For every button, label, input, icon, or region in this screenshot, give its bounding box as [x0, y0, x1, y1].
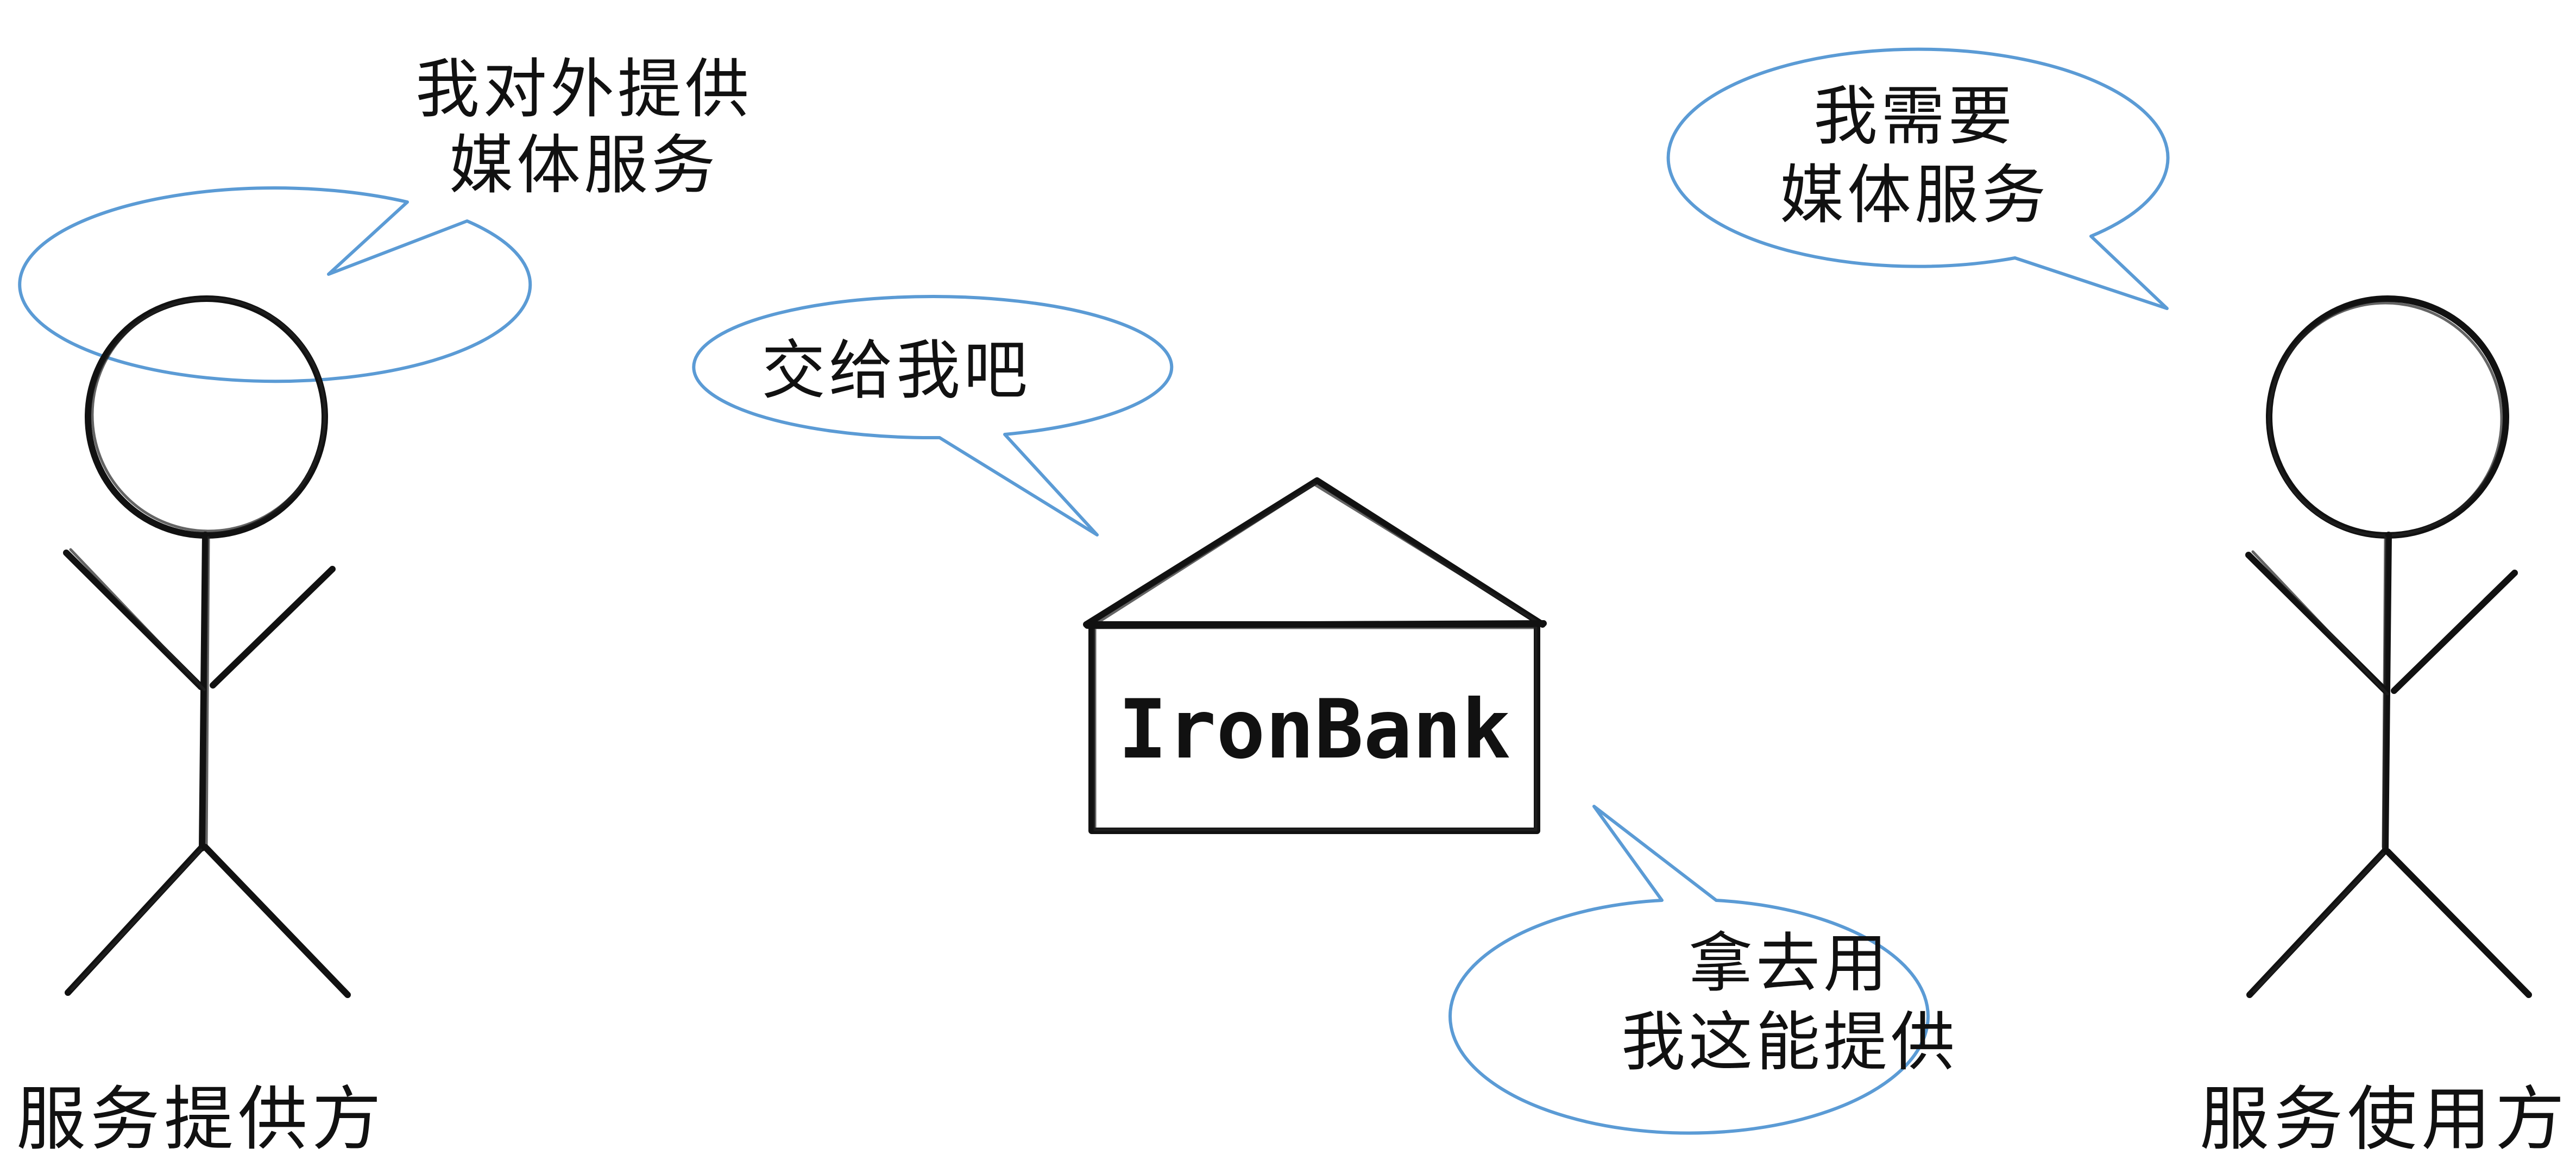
speech-bubble-bank-give: 交给我吧 [692, 295, 1174, 537]
speech-bubble-provider-line-2: 媒体服务 [449, 128, 719, 203]
house-icon [1083, 477, 1547, 834]
speech-bubble-bank-provide: 拿去用 我这能提供 [1448, 805, 1958, 1135]
speech-bubble-consumer: 我需要 媒体服务 [1666, 47, 2170, 310]
speech-bubble-bank-provide-line-2: 我这能提供 [1621, 1005, 1958, 1080]
speech-bubble-consumer-line-2: 媒体服务 [1780, 157, 2049, 232]
consumer-label: 服务使用方 [2200, 1079, 2569, 1155]
ironbank-house: IronBank [1083, 477, 1547, 834]
stick-figure-icon [63, 295, 351, 998]
speech-bubble-bank-give-line-1: 交给我吧 [761, 333, 1031, 408]
speech-bubble-provider: 我对外提供 媒体服务 [18, 52, 752, 383]
speech-bubble-provider-line-1: 我对外提供 [415, 52, 752, 127]
speech-bubble-bank-provide-shape [1448, 805, 1930, 1135]
provider-label: 服务提供方 [16, 1079, 386, 1155]
provider-figure: 服务提供方 [16, 295, 386, 1155]
stick-figure-icon [2245, 295, 2532, 998]
speech-bubble-bank-provide-line-1: 拿去用 [1689, 926, 1891, 1001]
speech-bubble-consumer-line-1: 我需要 [1813, 79, 2016, 154]
speech-bubble-consumer-shape [1666, 47, 2170, 310]
consumer-figure: 服务使用方 [2200, 295, 2569, 1155]
ironbank-label: IronBank [1118, 683, 1510, 777]
speech-bubble-provider-shape [18, 186, 532, 383]
speech-bubble-bank-give-shape [692, 295, 1174, 537]
